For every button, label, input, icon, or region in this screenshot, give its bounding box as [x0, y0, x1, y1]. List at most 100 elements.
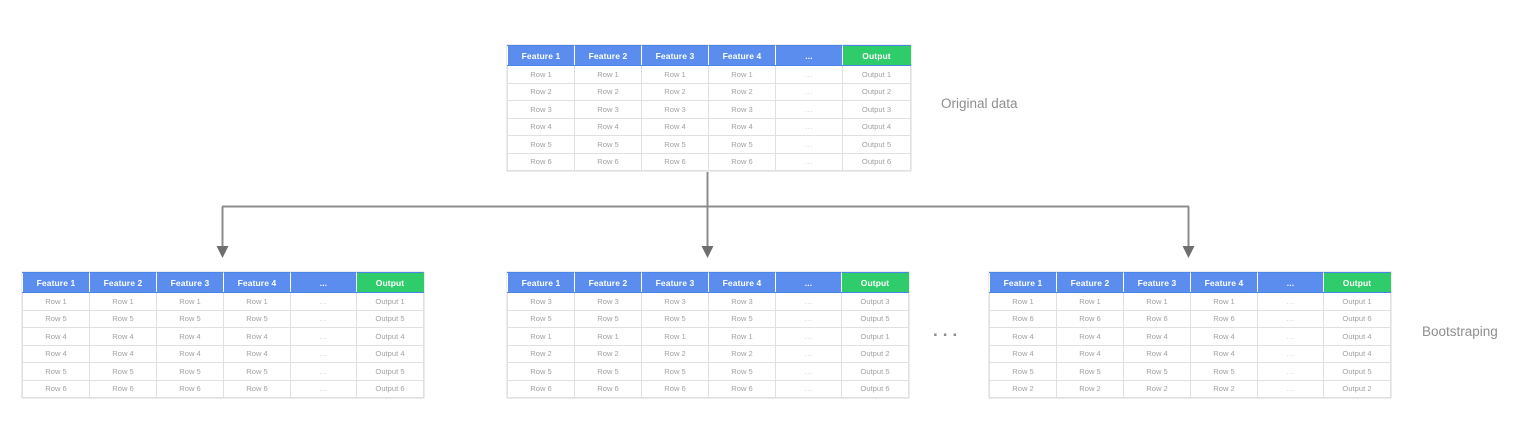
cell-feature-3: Row 4: [1123, 327, 1191, 346]
column-header-feature-1: Feature 1: [507, 272, 575, 293]
cell-feature-2: Row 4: [1056, 327, 1124, 346]
column-header-feature-1: Feature 1: [22, 272, 90, 293]
cell-feature-2: Row 4: [89, 344, 157, 363]
cell-feature-4: Row 1: [1190, 292, 1258, 311]
cell-feature-4: Row 4: [1190, 344, 1258, 363]
cell-ellipsis: ...: [290, 344, 357, 363]
cell-feature-1: Row 5: [507, 135, 575, 154]
cell-feature-4: Row 4: [223, 344, 291, 363]
cell-feature-1: Row 4: [989, 327, 1057, 346]
cell-ellipsis: ...: [1257, 362, 1324, 381]
column-header-ellipsis: ...: [290, 272, 357, 293]
cell-feature-1: Row 2: [507, 344, 575, 363]
cell-output: Output 5: [842, 135, 911, 154]
cell-output: Output 1: [841, 327, 909, 346]
cell-feature-3: Row 5: [156, 309, 224, 328]
cell-feature-3: Row 5: [156, 362, 224, 381]
cell-output: Output 2: [841, 344, 909, 363]
cell-feature-4: Row 4: [708, 117, 776, 136]
cell-feature-4: Row 2: [708, 82, 776, 101]
cell-feature-2: Row 2: [574, 82, 642, 101]
cell-feature-4: Row 5: [708, 309, 776, 328]
samples-continuation-ellipsis: ...: [933, 321, 963, 340]
cell-feature-4: Row 5: [708, 135, 776, 154]
cell-feature-2: Row 2: [1056, 379, 1124, 398]
cell-output: Output 4: [842, 117, 911, 136]
cell-feature-3: Row 2: [641, 82, 709, 101]
cell-feature-4: Row 2: [1190, 379, 1258, 398]
column-header-output: Output: [1323, 272, 1391, 293]
bootstrap-split-connector: [216, 172, 1195, 258]
cell-feature-2: Row 6: [574, 379, 642, 398]
cell-feature-1: Row 5: [507, 362, 575, 381]
cell-feature-4: Row 6: [223, 379, 291, 398]
cell-output: Output 1: [842, 65, 911, 84]
cell-feature-4: Row 4: [223, 327, 291, 346]
cell-feature-3: Row 4: [156, 344, 224, 363]
cell-feature-2: Row 5: [1056, 362, 1124, 381]
cell-ellipsis: ...: [775, 309, 842, 328]
cell-output: Output 5: [356, 362, 424, 381]
cell-feature-1: Row 1: [507, 65, 575, 84]
cell-output: Output 2: [1323, 379, 1391, 398]
cell-feature-1: Row 1: [22, 292, 90, 311]
cell-feature-3: Row 1: [641, 327, 709, 346]
cell-feature-2: Row 5: [89, 362, 157, 381]
cell-feature-3: Row 3: [641, 100, 709, 119]
column-header-feature-4: Feature 4: [1190, 272, 1258, 293]
cell-output: Output 6: [356, 379, 424, 398]
cell-output: Output 6: [1323, 309, 1391, 328]
cell-output: Output 4: [356, 327, 424, 346]
cell-feature-1: Row 6: [989, 309, 1057, 328]
cell-feature-4: Row 1: [708, 327, 776, 346]
column-header-feature-2: Feature 2: [574, 45, 642, 66]
cell-feature-3: Row 5: [641, 309, 709, 328]
column-header-feature-3: Feature 3: [1123, 272, 1191, 293]
cell-output: Output 4: [1323, 327, 1391, 346]
column-header-ellipsis: ...: [775, 272, 842, 293]
column-header-feature-4: Feature 4: [708, 45, 776, 66]
cell-output: Output 5: [841, 362, 909, 381]
cell-feature-4: Row 6: [1190, 309, 1258, 328]
cell-feature-2: Row 1: [89, 292, 157, 311]
cell-feature-3: Row 1: [156, 292, 224, 311]
cell-feature-2: Row 5: [574, 135, 642, 154]
cell-feature-1: Row 5: [22, 362, 90, 381]
cell-feature-3: Row 4: [641, 117, 709, 136]
cell-ellipsis: ...: [290, 327, 357, 346]
cell-output: Output 3: [841, 292, 909, 311]
cell-feature-1: Row 1: [989, 292, 1057, 311]
cell-feature-4: Row 5: [223, 309, 291, 328]
cell-feature-2: Row 3: [574, 292, 642, 311]
cell-feature-2: Row 6: [1056, 309, 1124, 328]
column-header-feature-2: Feature 2: [1056, 272, 1124, 293]
cell-feature-1: Row 2: [989, 379, 1057, 398]
cell-feature-2: Row 1: [574, 327, 642, 346]
label-bootstraping: Bootstraping: [1422, 324, 1498, 339]
cell-ellipsis: ...: [1257, 379, 1324, 398]
cell-feature-1: Row 2: [507, 82, 575, 101]
cell-feature-3: Row 1: [641, 65, 709, 84]
cell-feature-4: Row 6: [708, 379, 776, 398]
cell-feature-3: Row 4: [156, 327, 224, 346]
cell-feature-3: Row 2: [1123, 379, 1191, 398]
cell-feature-4: Row 5: [1190, 362, 1258, 381]
cell-feature-1: Row 3: [507, 292, 575, 311]
cell-ellipsis: ...: [775, 135, 843, 154]
arrowhead-middle: [701, 246, 714, 258]
cell-feature-1: Row 4: [22, 327, 90, 346]
